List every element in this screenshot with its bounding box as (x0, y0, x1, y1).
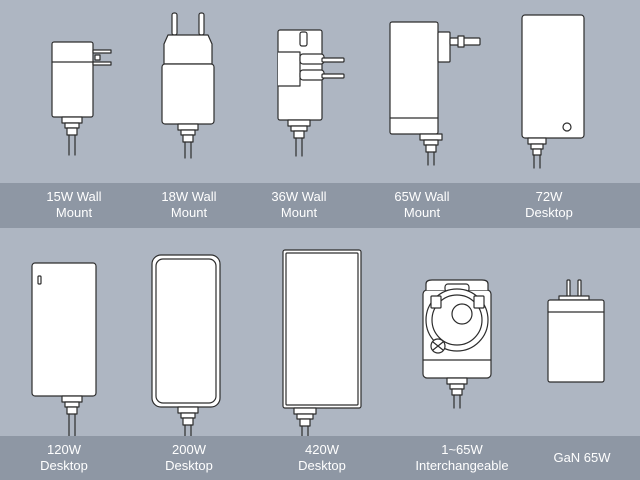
label-band-bottom (0, 436, 640, 480)
adapter-120w-desktop-icon (32, 263, 96, 436)
label-gan-65w: GaN 65W (553, 450, 611, 465)
adapter-72w-desktop-icon (522, 15, 584, 168)
adapter-200w-desktop-icon (152, 255, 220, 436)
label-band-top (0, 183, 640, 228)
adapter-interchangeable-icon (423, 280, 491, 408)
adapter-420w-desktop-icon (283, 250, 361, 436)
adapter-36w-wall-mount-icon (278, 30, 344, 156)
adapter-18w-wall-mount-icon (162, 13, 214, 158)
adapter-15w-wall-mount-icon (52, 42, 111, 155)
adapter-65w-wall-mount-icon (390, 22, 480, 165)
adapter-gan-65w-icon (548, 280, 604, 382)
